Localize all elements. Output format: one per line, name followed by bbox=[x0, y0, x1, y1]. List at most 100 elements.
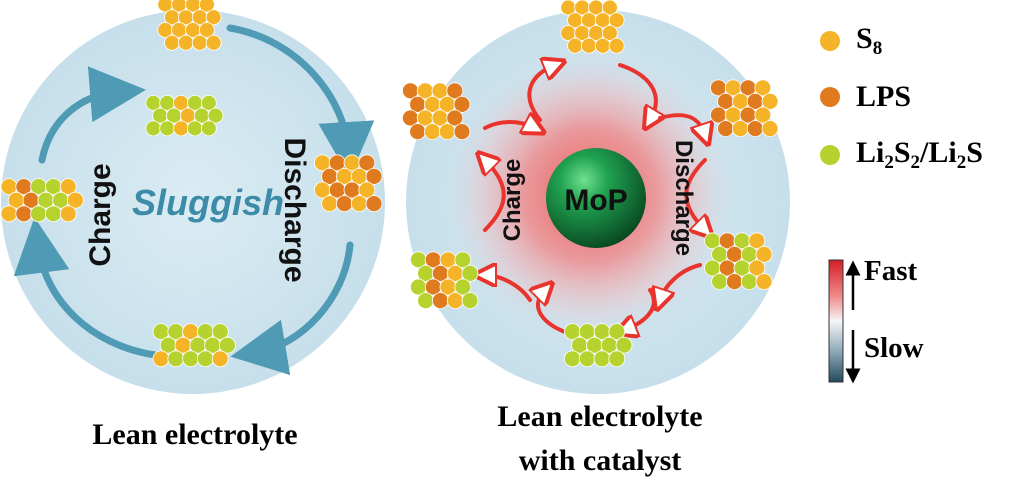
left-cycle-diagram: Sluggish Charge Discharge bbox=[0, 0, 385, 394]
particle bbox=[454, 251, 472, 269]
legend-label-lps: LPS bbox=[856, 80, 912, 113]
catalyst-arrows bbox=[485, 65, 705, 332]
particle bbox=[167, 350, 185, 368]
particle bbox=[218, 336, 236, 354]
particle bbox=[45, 205, 62, 223]
cluster-right bbox=[313, 154, 383, 213]
particle bbox=[59, 178, 77, 196]
legend-label-li2s: Li2S2/Li2S bbox=[856, 136, 983, 173]
particle bbox=[198, 22, 215, 38]
cluster-inner-top bbox=[145, 94, 224, 137]
red-arrow-top-right bbox=[618, 63, 656, 120]
cluster-r-lower-right bbox=[704, 232, 773, 291]
cluster-left bbox=[0, 178, 84, 223]
left-center-label: Sluggish bbox=[132, 182, 284, 223]
particle bbox=[601, 25, 618, 41]
red-arrow-right-upper bbox=[658, 113, 705, 135]
particle bbox=[461, 264, 479, 282]
right-charge-label: Charge bbox=[499, 159, 526, 242]
left-discharge-label: Discharge bbox=[278, 137, 311, 282]
particle bbox=[182, 350, 200, 368]
cluster-r-lower-left bbox=[409, 251, 479, 310]
cluster-r-upper-right bbox=[710, 79, 779, 138]
red-arrow-bottom-right bbox=[625, 288, 656, 330]
left-caption: Lean electrolyte bbox=[92, 418, 298, 451]
fast-label: Fast bbox=[864, 255, 918, 287]
particle bbox=[615, 336, 633, 354]
particle bbox=[453, 123, 471, 141]
particle bbox=[578, 350, 596, 368]
particle bbox=[608, 323, 626, 341]
right-cycle-diagram: MoP Charge Discharge bbox=[401, 0, 790, 394]
particle bbox=[754, 79, 772, 97]
particle bbox=[409, 123, 427, 141]
particle bbox=[608, 12, 625, 29]
particle bbox=[711, 273, 728, 291]
particle bbox=[187, 120, 203, 137]
mop-catalyst-sphere bbox=[546, 148, 646, 248]
cluster-bottom bbox=[152, 323, 236, 368]
left-charge-label: Charge bbox=[84, 163, 117, 266]
particle bbox=[200, 120, 217, 137]
particle bbox=[608, 37, 625, 54]
particle bbox=[761, 120, 779, 138]
particle bbox=[211, 350, 229, 368]
particle bbox=[152, 350, 170, 368]
legend-item-li2s: Li2S2/Li2S bbox=[820, 136, 983, 174]
particle bbox=[191, 34, 208, 51]
particle bbox=[211, 323, 229, 341]
particle bbox=[335, 195, 353, 213]
particle bbox=[446, 109, 464, 127]
legend-dot-li2s bbox=[820, 145, 840, 165]
particle bbox=[145, 120, 162, 137]
particle bbox=[567, 37, 583, 54]
blue-arrow-left-inner bbox=[38, 66, 146, 164]
particle bbox=[601, 0, 618, 16]
rate-scale bbox=[828, 259, 861, 384]
cluster-r-upper-left bbox=[401, 82, 471, 141]
particle bbox=[15, 205, 33, 223]
particle bbox=[746, 120, 764, 138]
cluster-r-bottom bbox=[564, 323, 633, 368]
cluster-top bbox=[157, 0, 222, 51]
particle bbox=[358, 154, 376, 172]
particle bbox=[748, 232, 766, 250]
particle bbox=[173, 120, 189, 137]
particle bbox=[321, 195, 339, 213]
blue-arrow-top-right bbox=[226, 24, 375, 178]
right-discharge-label: Discharge bbox=[670, 140, 697, 256]
particle bbox=[593, 350, 611, 368]
particle bbox=[205, 9, 222, 26]
legend-item-s8: S8 bbox=[820, 22, 882, 60]
right-caption-line1: Lean electrolyte bbox=[497, 400, 703, 433]
cluster-r-top bbox=[560, 0, 625, 54]
red-arrow-right-mid bbox=[684, 158, 705, 230]
particle bbox=[205, 34, 222, 51]
rate-gradient-bar bbox=[828, 259, 844, 383]
particle bbox=[755, 273, 773, 291]
particle bbox=[461, 292, 479, 310]
particle bbox=[438, 123, 456, 141]
particle bbox=[446, 82, 464, 100]
particle bbox=[198, 0, 215, 13]
red-arrow-left-lower bbox=[485, 275, 532, 302]
particle bbox=[754, 106, 772, 124]
particle bbox=[755, 245, 773, 263]
mop-label: MoP bbox=[564, 184, 627, 217]
particle bbox=[580, 37, 597, 54]
right-caption-line2: with catalyst bbox=[518, 444, 682, 477]
particle bbox=[358, 181, 376, 199]
red-arrow-right-lower bbox=[660, 263, 702, 300]
particle bbox=[159, 120, 176, 137]
particle bbox=[761, 93, 779, 110]
particle bbox=[453, 96, 471, 113]
blue-arrow-bottom-right bbox=[230, 241, 354, 375]
particle bbox=[350, 195, 368, 213]
blue-arrow-bottom-left bbox=[13, 217, 159, 359]
particle bbox=[200, 94, 217, 111]
red-arrow-left-mid bbox=[485, 160, 506, 232]
particle bbox=[207, 107, 224, 124]
particle bbox=[740, 273, 758, 291]
slow-label: Slow bbox=[864, 332, 924, 364]
particle bbox=[365, 167, 383, 185]
